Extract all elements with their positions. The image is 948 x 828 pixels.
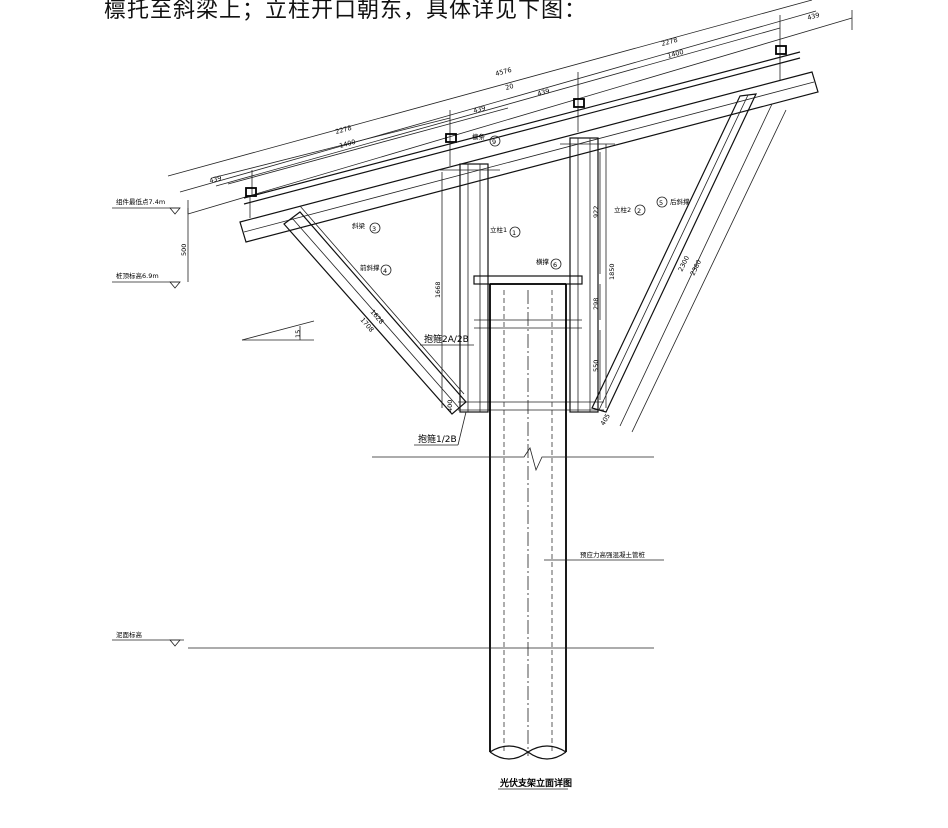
horizontal-braces <box>458 275 604 411</box>
rafter-outline <box>239 71 819 243</box>
label-rear-brace: 后斜撑 <box>670 197 690 206</box>
column-2-outline <box>569 137 599 413</box>
drawing-caption: 光伏支架立面详图 <box>499 777 572 789</box>
callout-circle-4 <box>380 264 392 276</box>
rafter-centerline <box>243 81 815 233</box>
callout-9: 9 <box>492 138 496 146</box>
rear-brace-dim-line-1 <box>619 103 773 427</box>
label-pile: 预应力高强混凝土管桩 <box>580 550 646 559</box>
callout-circle-2 <box>634 204 646 216</box>
dim-922: 922 <box>592 206 600 218</box>
elev-triangle <box>169 207 181 215</box>
label-mudline-elev: 泥面标高 <box>116 630 143 639</box>
rear-brace-center <box>598 94 749 411</box>
dim-20: 20 <box>504 82 514 92</box>
pile <box>489 283 567 760</box>
rafter-beam <box>239 51 819 243</box>
angle-15: 15 <box>294 330 302 338</box>
callout-5: 5 <box>659 199 663 207</box>
dimension-lines <box>167 0 853 215</box>
slope-hyp <box>241 320 315 341</box>
dim-405: 405 <box>599 412 612 427</box>
dim-2380: 2380 <box>689 258 703 276</box>
part-labels: 组件最低点7.4m 桩顶标高6.9m 泥面标高 檩条 9 斜梁 3 立柱1 1 … <box>116 132 690 639</box>
callout-2: 2 <box>637 207 641 215</box>
front-brace-outline <box>283 211 467 415</box>
elev-triangle <box>169 281 181 289</box>
dim-439-a: 439 <box>472 104 486 115</box>
dim-2278-right: 2278 <box>660 36 678 48</box>
rear-brace-outline <box>591 93 758 413</box>
dim-line-1400 <box>215 27 781 187</box>
column-1-outline <box>459 163 489 413</box>
dim-line-left-2278 <box>227 107 509 185</box>
cross-brace-6 <box>473 275 583 285</box>
dim-1668: 1668 <box>434 281 442 298</box>
label-pile-top-elev: 桩顶标高6.9m <box>116 271 159 280</box>
callout-circle-6 <box>550 258 562 270</box>
callout-circle-9 <box>489 135 501 147</box>
label-front-brace: 前斜撑 <box>360 263 380 272</box>
dim-line-4576 <box>179 10 817 193</box>
callout-circle-5 <box>656 196 668 208</box>
label-rafter: 斜梁 <box>352 221 366 230</box>
callout-4: 4 <box>383 267 387 275</box>
purlin-3 <box>573 98 585 108</box>
dim-1400-right: 1400 <box>666 48 684 60</box>
dim-line-top-outer <box>187 17 853 215</box>
dim-550: 550 <box>592 360 600 372</box>
dim-400: 400 <box>446 400 454 412</box>
label-column-1: 立柱1 <box>490 225 507 234</box>
purlin-4 <box>775 45 787 55</box>
module-plate-bottom <box>243 57 801 205</box>
elevation-markers <box>112 207 315 647</box>
dim-4576: 4576 <box>494 66 512 78</box>
dim-1708: 1708 <box>358 316 375 334</box>
column-dimension-lines <box>441 144 607 408</box>
label-hoop-2: 抱箍2A/2B <box>424 333 469 345</box>
callout-circle-1 <box>509 226 521 238</box>
callout-1: 1 <box>512 229 516 237</box>
column-1 <box>440 163 500 413</box>
front-brace <box>283 205 467 415</box>
column-2 <box>560 137 615 413</box>
rear-brace-dim-line-2 <box>631 109 787 433</box>
pile-break-symbol-2 <box>489 745 567 753</box>
label-purlin: 檩条 <box>472 132 486 141</box>
dim-500: 500 <box>180 244 188 256</box>
label-hoop-1: 抱箍1/2B <box>418 433 457 445</box>
elev-triangle <box>169 639 181 647</box>
dim-439-b: 439 <box>536 87 550 98</box>
break-line <box>372 447 654 472</box>
leader-hoop-1-b <box>457 411 467 446</box>
front-brace-dim-line <box>299 205 465 395</box>
dim-line-2278-top <box>167 0 813 177</box>
dim-439-right: 439 <box>806 11 820 22</box>
module-plate-top <box>243 51 801 199</box>
dim-2278-left: 2278 <box>334 124 352 136</box>
purlin-2 <box>445 133 457 143</box>
label-component-elev: 组件最低点7.4m <box>116 197 165 206</box>
callout-6: 6 <box>553 261 557 269</box>
dim-1400-left: 1400 <box>338 138 356 150</box>
reference-lines <box>188 447 664 649</box>
callout-circle-3 <box>369 222 381 234</box>
dimension-texts: 439 2278 1400 4576 20 439 439 2278 1400 … <box>208 11 820 185</box>
dim-439-left: 439 <box>208 174 222 185</box>
label-column-2: 立柱2 <box>614 205 631 214</box>
callout-3: 3 <box>372 225 376 233</box>
page-heading: 檩托至斜梁上；立柱开口朝东，具体详见下图： <box>104 0 588 23</box>
dim-298: 298 <box>592 298 600 310</box>
dim-line-left-1400 <box>211 117 451 179</box>
label-cross-brace: 横撑 <box>536 257 550 266</box>
dim-1850: 1850 <box>608 263 616 280</box>
front-brace-center <box>291 217 460 409</box>
rear-brace <box>591 93 787 433</box>
